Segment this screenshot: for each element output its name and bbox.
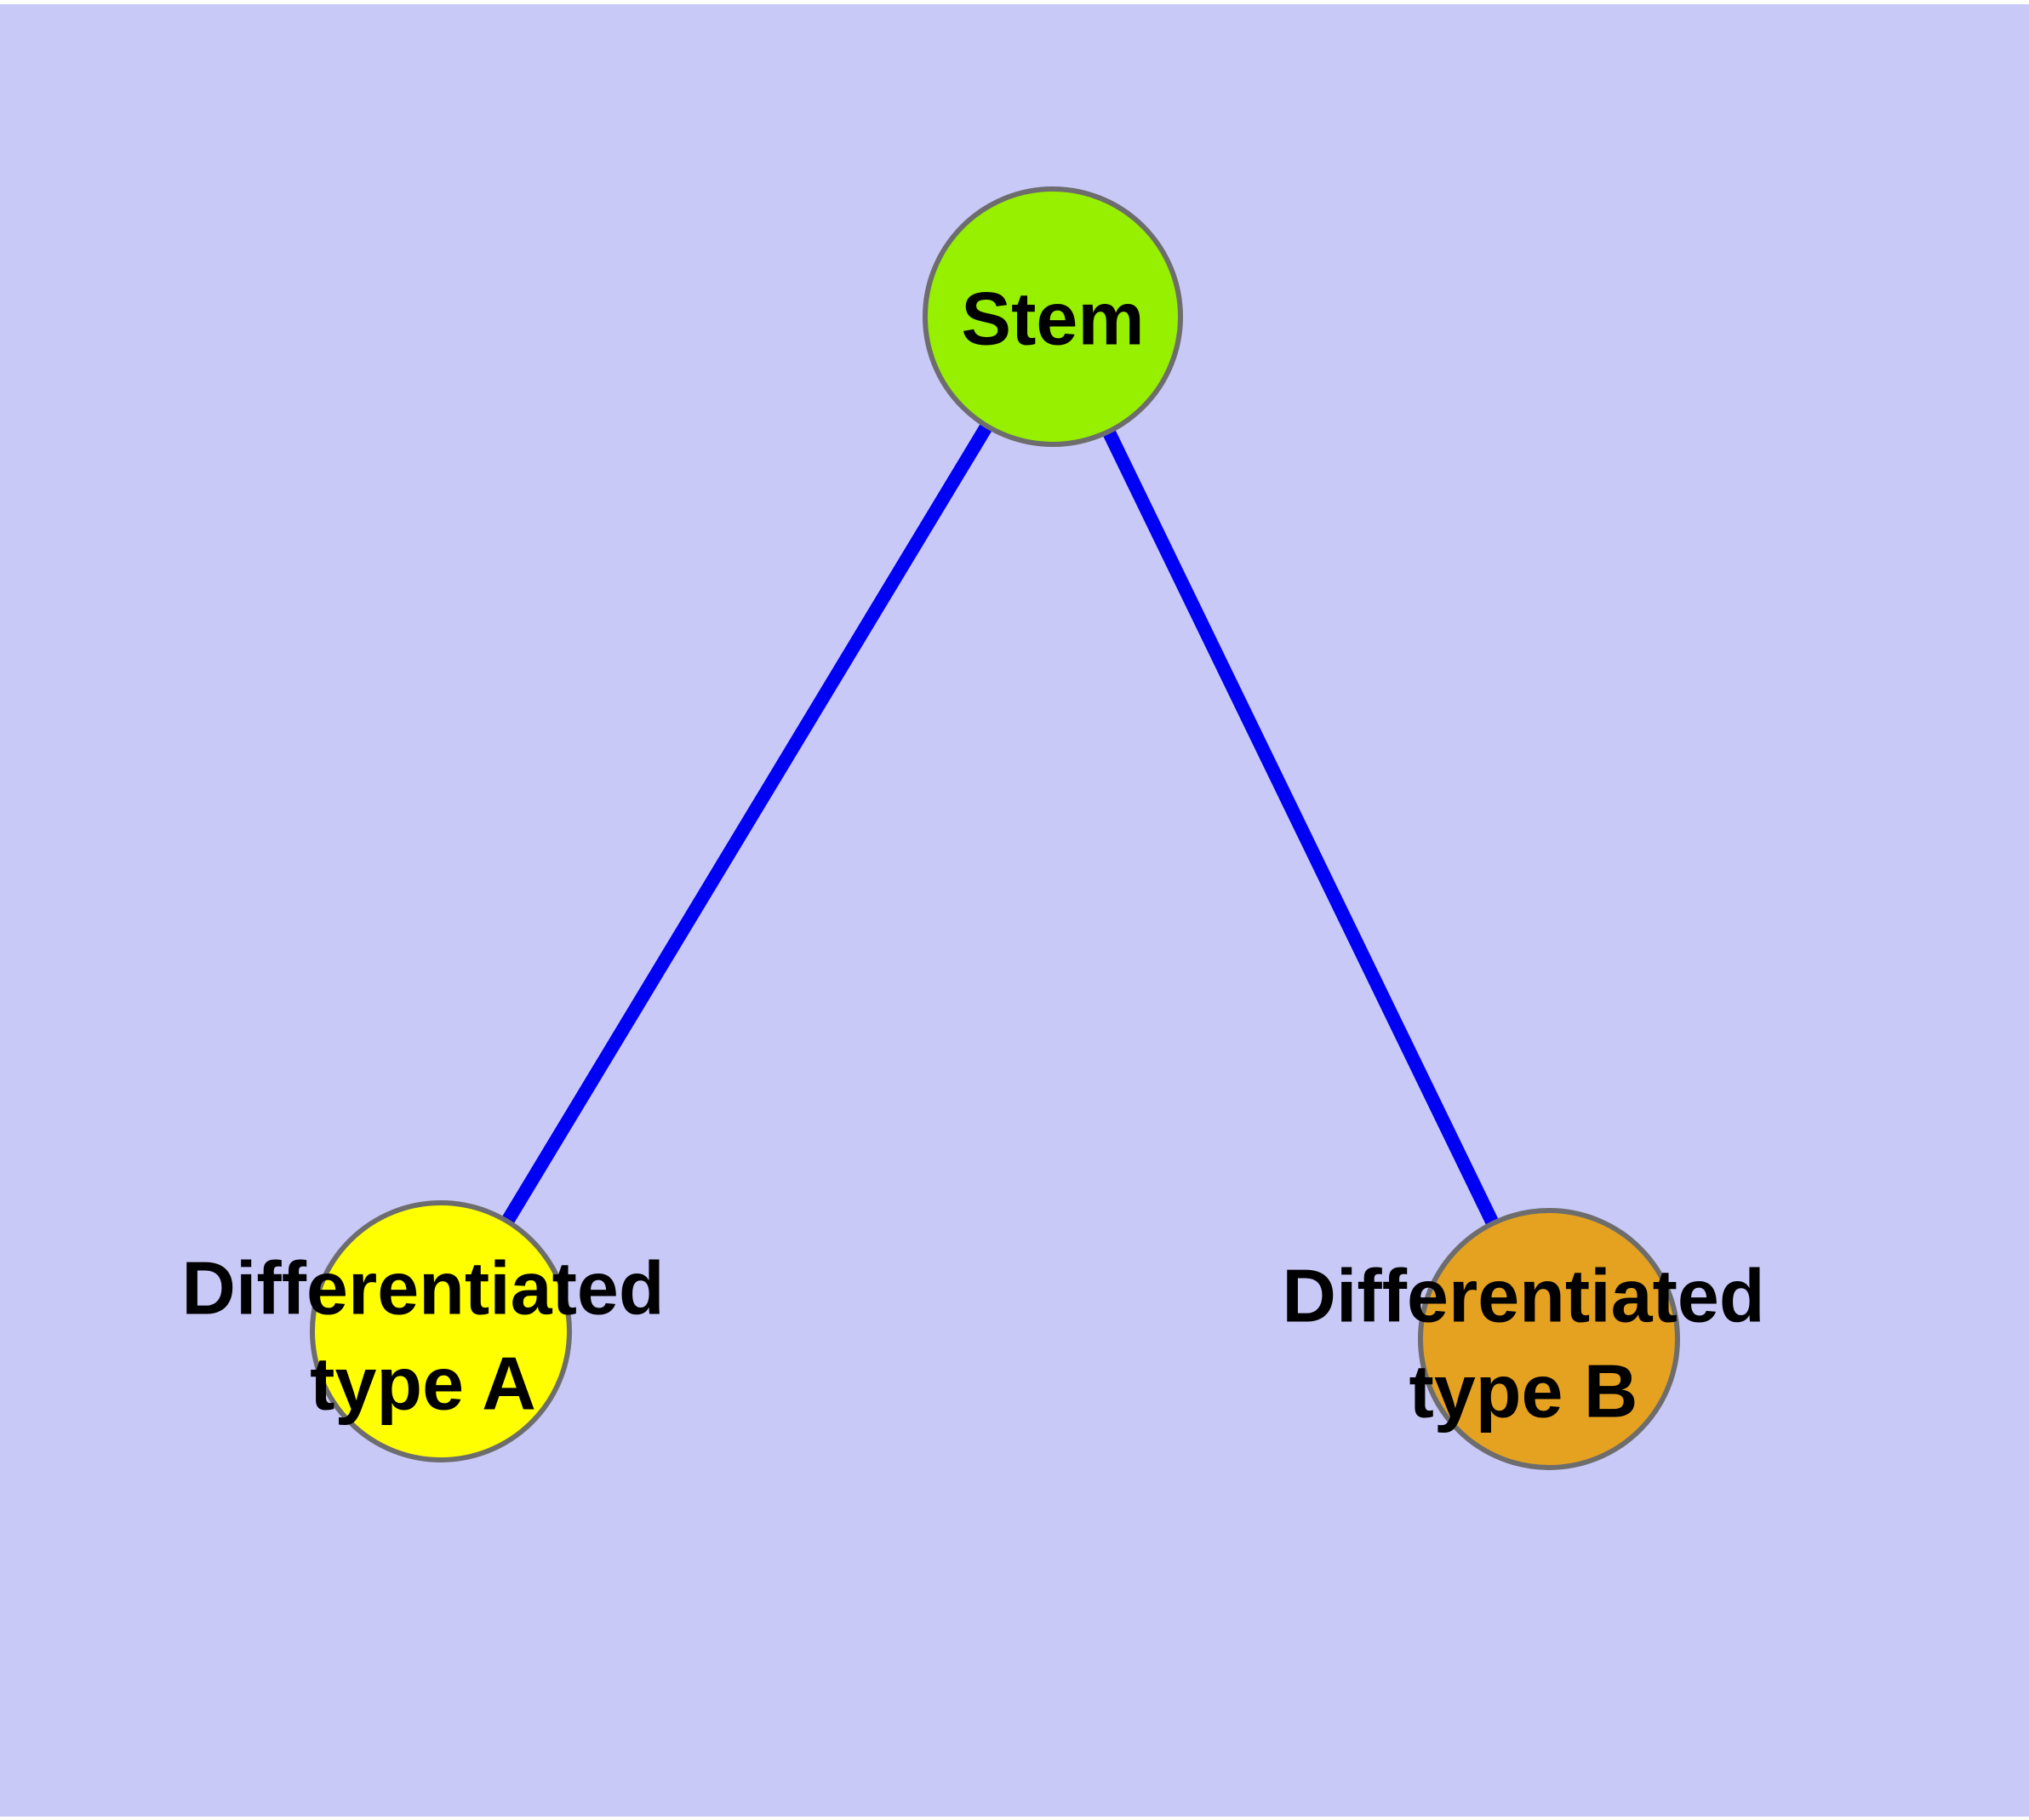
edge-stem-to-type-b bbox=[1046, 313, 1556, 1342]
node-type-a-label-line1: Differentiated bbox=[181, 1246, 664, 1331]
node-type-b-label-line1: Differentiated bbox=[1282, 1254, 1764, 1338]
node-stem bbox=[923, 186, 1183, 447]
node-type-a bbox=[310, 1200, 572, 1462]
node-type-b-label-line2: type B bbox=[1409, 1349, 1638, 1434]
node-type-b bbox=[1418, 1208, 1680, 1470]
edge-stem-to-type-a bbox=[435, 312, 1059, 1336]
node-type-a-label-line2: type A bbox=[310, 1342, 536, 1426]
node-stem-label: Stem bbox=[961, 277, 1144, 361]
